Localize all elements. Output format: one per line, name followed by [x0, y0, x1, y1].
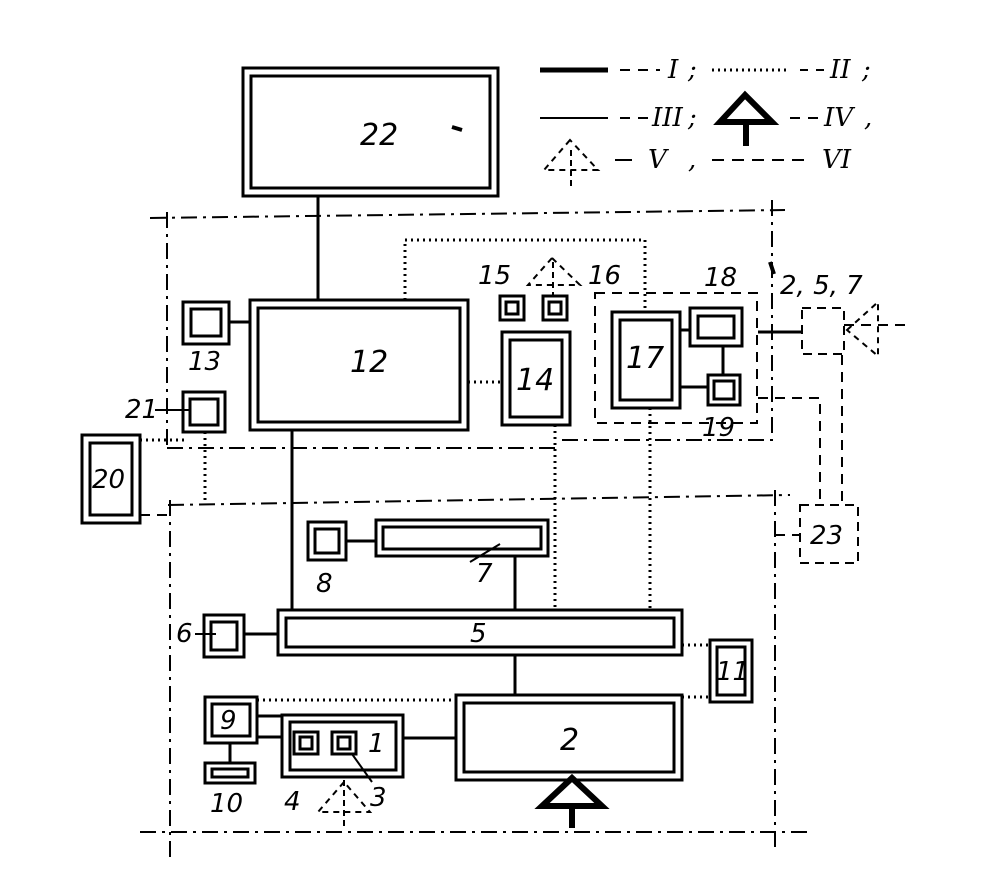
block-4[interactable]: 4	[284, 730, 320, 817]
block-18[interactable]: 18	[688, 263, 744, 348]
solid-connections	[228, 195, 802, 798]
external-unit[interactable]: 2, 5, 7	[768, 261, 863, 355]
antenna-dashed-icon	[525, 256, 583, 296]
legend: I ; II ; III ; IV , V , VI	[540, 55, 872, 188]
block-21[interactable]: 21	[125, 390, 227, 434]
block-12[interactable]: 12	[248, 298, 470, 432]
block-16[interactable]: 16	[541, 261, 621, 322]
block-15[interactable]: 15	[478, 261, 526, 322]
legend-separator: ;	[687, 103, 697, 133]
block-10-label: 10	[210, 789, 243, 819]
legend-antenna-solid-icon	[713, 90, 780, 146]
dotted-connections	[140, 238, 712, 702]
block-11-label: 11	[716, 657, 749, 687]
block-3-label: 3	[370, 783, 387, 813]
block-12-label: 12	[350, 345, 388, 380]
block-23-label: 23	[810, 521, 843, 551]
block-14[interactable]: 14	[500, 330, 572, 427]
dashed-connections	[140, 324, 905, 536]
external-unit-ref: 2, 5, 7	[780, 271, 863, 301]
legend-antenna-dashed-icon	[541, 138, 601, 188]
block-9-label: 9	[220, 706, 237, 736]
boundary-lines	[140, 200, 812, 858]
antenna-dashed-bottom-icon	[315, 780, 373, 826]
block-9[interactable]: 9	[203, 695, 259, 745]
block-11[interactable]: 11	[708, 638, 754, 704]
legend-label-VI: VI	[822, 145, 852, 175]
block-17[interactable]: 17	[610, 310, 682, 410]
antenna-dashed-side-icon	[845, 299, 879, 359]
legend-label-V: V	[648, 145, 669, 175]
legend-label-II: II	[829, 55, 851, 85]
block-1-label: 1	[368, 729, 385, 759]
block-15-label: 15	[478, 261, 511, 291]
legend-separator: ,	[688, 145, 696, 175]
block-21-label: 21	[125, 395, 158, 425]
block-4-label: 4	[284, 787, 301, 817]
block-2[interactable]: 2	[454, 693, 684, 782]
block-13-label: 13	[188, 347, 221, 377]
block-8[interactable]: 8	[306, 520, 348, 599]
block-13[interactable]: 13	[181, 300, 231, 377]
block-17-label: 17	[626, 341, 664, 376]
block-14-label: 14	[516, 363, 554, 398]
legend-separator: ,	[864, 103, 872, 133]
block-8-label: 8	[316, 569, 333, 599]
legend-separator: ;	[687, 55, 697, 85]
block-23[interactable]: 23	[799, 504, 859, 564]
block-7-label: 7	[476, 559, 493, 589]
block-19[interactable]: 19	[702, 373, 742, 443]
block-22-label: 22	[360, 118, 398, 153]
block-6[interactable]: 6	[176, 613, 246, 659]
block-10[interactable]: 10	[203, 761, 257, 819]
block-22[interactable]: 22	[241, 66, 500, 198]
block-19-label: 19	[702, 413, 735, 443]
block-5[interactable]: 5	[276, 608, 684, 657]
block-20-label: 20	[92, 465, 125, 495]
block-2-label: 2	[560, 723, 579, 758]
block-6-label: 6	[176, 619, 193, 649]
block-16-label: 16	[588, 261, 621, 291]
subsystem-group	[594, 292, 758, 424]
legend-label-III: III	[651, 103, 684, 133]
antenna-solid-icon	[534, 773, 610, 828]
legend-label-I: I	[667, 55, 679, 85]
block-20[interactable]: 20	[80, 433, 142, 525]
block-18-label: 18	[704, 263, 737, 293]
legend-separator: ;	[861, 55, 871, 85]
block-3[interactable]: 3	[330, 730, 387, 813]
block-5-label: 5	[470, 619, 487, 649]
legend-label-IV: IV	[823, 103, 855, 133]
block-7[interactable]: 7	[374, 518, 550, 589]
